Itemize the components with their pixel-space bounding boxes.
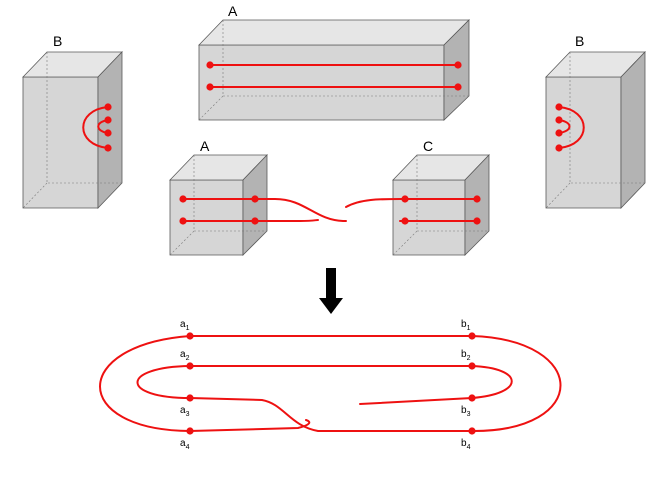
box-b-right-label: B (575, 33, 584, 49)
node-b2 (468, 362, 476, 370)
box-face-side (97, 51, 123, 209)
wire-dot (179, 195, 187, 203)
wire-c-upper (345, 198, 478, 208)
label-b2-base: b (461, 349, 467, 360)
wire-dot (251, 217, 259, 225)
label-a4-base: a (180, 438, 186, 449)
box-hidden-edge (22, 182, 48, 209)
node-b3 (468, 394, 476, 402)
box-c-small (392, 154, 490, 256)
box-b-left (22, 51, 123, 209)
box-c-small-label: C (423, 138, 433, 154)
label-a3: a3 (180, 405, 190, 418)
node-a4 (186, 427, 194, 435)
wire-dot (206, 61, 214, 69)
node-a3 (186, 394, 194, 402)
wire-dot (454, 83, 462, 91)
wire-dot (401, 195, 409, 203)
box-face-front (545, 76, 622, 209)
label-a3-base: a (180, 405, 186, 416)
node-b4 (468, 427, 476, 435)
label-a2: a2 (180, 349, 190, 362)
box-a-top-label: A (228, 3, 238, 19)
crossing-wires (179, 195, 481, 225)
box-face-side (464, 154, 490, 256)
box-face-front (22, 76, 99, 209)
label-a4: a4 (180, 438, 190, 451)
box-a-small-label: A (200, 138, 210, 154)
box-hidden-edge (169, 230, 195, 256)
node-a1 (186, 332, 194, 340)
box-face-top (198, 19, 470, 46)
label-b4-base: b (461, 438, 467, 449)
label-a2-sub: 2 (186, 355, 190, 362)
label-a1-base: a (180, 319, 186, 330)
wire-loop-outer (558, 106, 585, 149)
label-b4: b4 (461, 438, 471, 451)
loop-path-left (99, 335, 311, 433)
box-face-front (392, 179, 466, 256)
wire-loop-outer (82, 106, 109, 149)
box-b-left-label: B (53, 33, 62, 49)
wire-dot (555, 144, 563, 152)
label-b3-sub: 3 (467, 411, 471, 418)
box-a-small (169, 154, 268, 256)
wire-a-short (182, 219, 319, 222)
wire-dot (251, 195, 259, 203)
loop-path-main (136, 335, 562, 433)
box-a-top (198, 19, 470, 121)
box-hidden-edge (392, 230, 418, 256)
box-b-right (545, 51, 646, 209)
label-b4-sub: 4 (467, 444, 471, 451)
wire-dot (104, 116, 112, 124)
label-b1: b1 (461, 319, 471, 332)
wire-dot (104, 144, 112, 152)
box-face-side (620, 51, 646, 209)
box-hidden-edges (46, 52, 122, 184)
label-b3-base: b (461, 405, 467, 416)
label-a2-base: a (180, 349, 186, 360)
label-b2: b2 (461, 349, 471, 362)
wire-dot (104, 103, 112, 111)
wire-dot (555, 129, 563, 137)
label-a1: a1 (180, 319, 190, 332)
wire-a-to-c-lower (182, 198, 347, 222)
label-b1-sub: 1 (467, 325, 471, 332)
wire-dot (555, 103, 563, 111)
box-face-front (198, 44, 445, 121)
combined-loop (99, 332, 562, 435)
wire-dot (104, 129, 112, 137)
label-a4-sub: 4 (186, 444, 190, 451)
wire-dot (206, 83, 214, 91)
wire-dot (179, 217, 187, 225)
label-b3: b3 (461, 405, 471, 418)
box-hidden-edge (198, 95, 224, 121)
label-a1-sub: 1 (186, 325, 190, 332)
box-hidden-edges (569, 52, 645, 184)
label-b1-base: b (461, 319, 467, 330)
box-hidden-edge (545, 182, 571, 209)
down-arrow-icon (319, 268, 343, 314)
wire-dot (473, 217, 481, 225)
node-a2 (186, 362, 194, 370)
wire-dot (555, 116, 563, 124)
wire-dot (454, 61, 462, 69)
box-face-front (169, 179, 244, 256)
label-a3-sub: 3 (186, 411, 190, 418)
label-b2-sub: 2 (467, 355, 471, 362)
node-b1 (468, 332, 476, 340)
wire-dot (473, 195, 481, 203)
wire-dot (401, 217, 409, 225)
